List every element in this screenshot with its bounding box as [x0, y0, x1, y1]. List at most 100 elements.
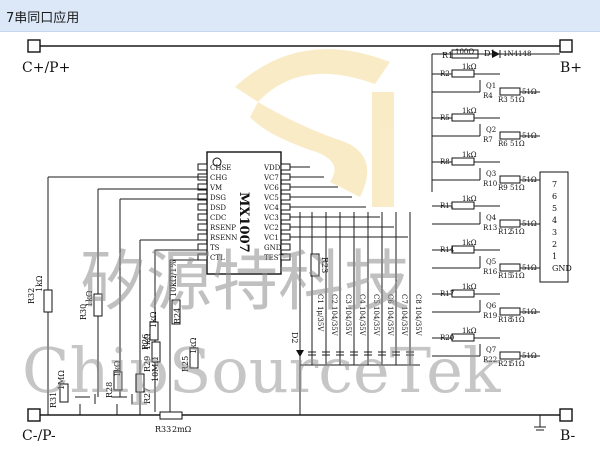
b-plus-label: B+: [560, 60, 582, 76]
side-resistors: R32 1kΩ R30 1kΩ R29 1kΩ R24 10kΩ/1% R25 …: [27, 260, 199, 434]
connector-pin-label: 3: [552, 228, 557, 237]
ic-left-pin-label: RSENN: [210, 234, 237, 242]
filter-res-value: 51Ω: [510, 140, 525, 148]
cap-label: C8 104/35V: [414, 294, 422, 337]
ic-right-pin-label: VC1: [263, 234, 279, 242]
filter-res-value: 51Ω: [510, 360, 525, 368]
r32-label: R32: [27, 288, 36, 304]
connector-pin-label: 7: [552, 180, 557, 189]
ic-right-pin-label: VC6: [263, 184, 279, 192]
cell-q-label: Q5: [486, 258, 496, 266]
r31-label: R31: [49, 392, 58, 408]
filter-res-value: 51Ω: [510, 228, 525, 236]
cell-q-label: Q1: [486, 82, 496, 90]
cell-rb-label: R22: [483, 356, 497, 364]
cap-label: C7 104/35V: [400, 294, 408, 337]
connector-pin-label: 2: [552, 240, 557, 249]
cell-rb-label: R16: [483, 268, 498, 276]
d2-diode: [296, 350, 304, 357]
cap-label: C3 104/35V: [344, 294, 352, 337]
cell-q-label: Q4: [486, 214, 497, 222]
r30-value: 1kΩ: [85, 290, 94, 307]
filter-res-value: 51Ω: [510, 184, 525, 192]
cell-resistor-a: [451, 113, 475, 122]
page-title: 7串同口应用: [6, 11, 80, 26]
ic-left-pin-label: TS: [210, 244, 220, 252]
ic-name: MX1007: [236, 192, 251, 253]
r24-value: 10kΩ/1%: [169, 260, 178, 297]
ic-left-pin-label: CHSE: [210, 164, 231, 172]
b-minus-label: B-: [560, 428, 576, 444]
r25-label: R25: [181, 356, 190, 372]
cell-resistor-a: [451, 201, 475, 210]
cell-resistor-b: [499, 175, 521, 184]
cell-resistor-b: [499, 351, 521, 360]
ic-right-pin-box: [280, 183, 291, 191]
connector-pin-label: GND: [552, 264, 572, 273]
header-bar: 7串同口应用: [0, 0, 600, 32]
ic-left-pin-box: [197, 213, 208, 221]
filter-res-label: R12: [498, 228, 512, 236]
cap-label: C5 104/35V: [372, 294, 380, 337]
cell-ra-value: 1kΩ: [462, 63, 477, 71]
cell-rb-label: R7: [483, 136, 493, 144]
ic-left-pin-box: [197, 203, 208, 211]
filter-res-label: R3: [498, 96, 508, 104]
filter-res-value: 51Ω: [510, 316, 525, 324]
cell-resistor-a: [451, 69, 475, 78]
ic-right-pin-box: [280, 223, 291, 231]
cell-q-label: Q6: [486, 302, 497, 310]
cell-q-label: Q7: [486, 346, 496, 354]
c-plus-label: C+/P+: [22, 60, 70, 76]
ic-right-pin-box: [280, 163, 291, 171]
c-minus-label: C-/P-: [22, 428, 56, 444]
ic-right-pin-label: VC7: [263, 174, 279, 182]
cell-ra-value: 1kΩ: [462, 107, 477, 115]
filter-res-value: 51Ω: [510, 96, 525, 104]
b-minus-terminal: [559, 408, 573, 422]
r28-value: 1kΩ: [113, 360, 122, 377]
filter-res-value: 51Ω: [510, 272, 525, 280]
cell-resistor-b: [499, 263, 521, 272]
cap-label: C1 1μ/35V: [316, 294, 324, 332]
ic-right-pin-box: [280, 243, 291, 251]
cell-resistor-a: [451, 289, 475, 298]
ic-right-pin-box: [280, 233, 291, 241]
watermark-en: ChipSourceTek: [22, 334, 501, 407]
cell-resistor-b: [499, 131, 521, 140]
cell-ra-value: 1kΩ: [462, 239, 477, 247]
cell-rb-label: R4: [483, 92, 493, 100]
c-minus-terminal: [27, 408, 41, 422]
cell-resistor-b: [499, 307, 521, 316]
r25-value: 1kΩ: [189, 337, 198, 354]
c-plus-terminal: [27, 39, 41, 53]
r1-value: 100Ω: [455, 48, 474, 56]
r29-value: 1kΩ: [143, 333, 152, 350]
ic-right-pin-box: [280, 193, 291, 201]
r26-value: 1kΩ: [149, 311, 158, 328]
ic-left-pin-box: [197, 163, 208, 171]
r23-label: R23: [320, 257, 329, 273]
ic-right-pin-label: VC5: [263, 194, 279, 202]
schematic-canvas: C+/P+ B+ C-/P- B- R1 100Ω D1 1N4148 MX10…: [22, 39, 582, 444]
ic-right-pin-label: VDD: [263, 164, 281, 172]
filter-res-label: R15: [498, 272, 512, 280]
b-plus-terminal: [559, 39, 573, 53]
r24-label: R24: [173, 308, 182, 324]
r26-label: R26: [141, 334, 150, 350]
ic-right-pin-label: GND: [264, 244, 282, 252]
ic-right-pin-box: [280, 203, 291, 211]
cell-q-label: Q3: [486, 170, 496, 178]
ic-left-pin-box: [197, 233, 208, 241]
ic-right-pin-label: VC3: [263, 214, 279, 222]
cell-ra-value: 1kΩ: [462, 151, 477, 159]
cap-label: C4 104/35V: [358, 294, 366, 337]
filter-res-label: R21: [498, 360, 512, 368]
ic-right-pin-box: [280, 173, 291, 181]
